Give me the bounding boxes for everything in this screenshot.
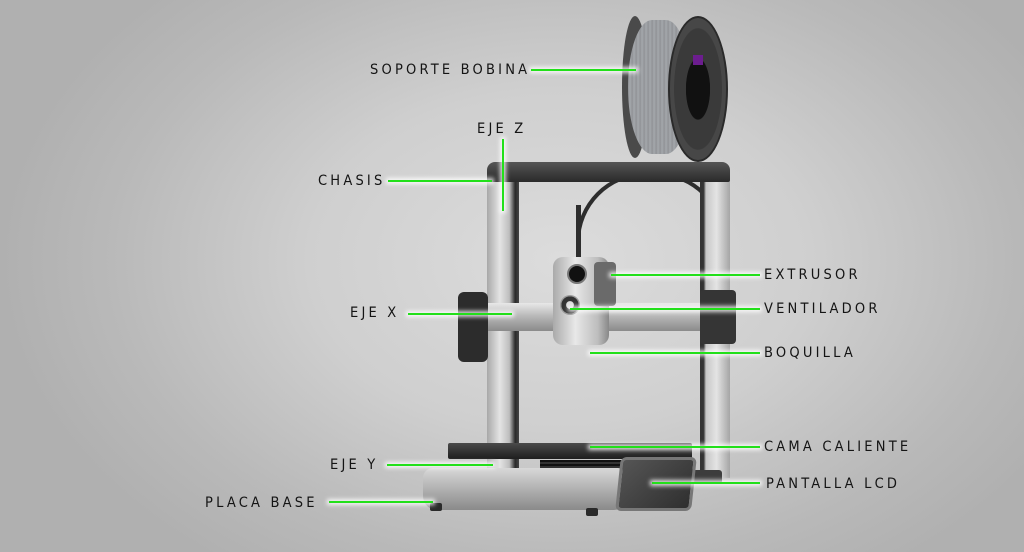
x-gantry-right-carriage	[700, 290, 736, 344]
leader-line-extruder	[611, 274, 760, 276]
leader-line-y-axis	[387, 464, 493, 466]
leader-line-chassis	[388, 180, 492, 182]
label-extruder: EXTRUSOR	[764, 267, 861, 283]
frame-top-beam	[487, 162, 730, 182]
label-z-axis: EJE Z	[477, 121, 527, 137]
leader-line-base-plate	[329, 501, 433, 503]
label-fan: VENTILADOR	[764, 301, 881, 317]
printer-base	[423, 468, 628, 510]
label-spool-holder: SOPORTE BOBINA	[370, 62, 531, 78]
spool-front-flange	[668, 16, 728, 162]
base-foot-left	[430, 503, 442, 511]
x-gantry-left-carriage	[458, 292, 488, 362]
print-head-fan	[560, 295, 580, 315]
spool-label-sticker	[693, 55, 703, 65]
extruder-motor	[594, 262, 616, 306]
base-foot-right	[586, 508, 598, 516]
print-head-port	[567, 264, 587, 284]
label-chassis: CHASIS	[318, 173, 386, 189]
leader-line-spool-holder	[531, 69, 636, 71]
right-post-foot	[690, 470, 722, 484]
label-x-axis: EJE X	[350, 305, 400, 321]
leader-line-fan	[570, 308, 760, 310]
label-base-plate: PLACA BASE	[205, 495, 318, 511]
label-heated-bed: CAMA CALIENTE	[764, 439, 912, 455]
leader-line-lcd-screen	[652, 482, 760, 484]
label-nozzle: BOQUILLA	[764, 345, 857, 361]
leader-line-z-axis	[502, 139, 504, 211]
bowden-tube-stem	[576, 205, 581, 260]
leader-line-nozzle	[590, 352, 760, 354]
label-y-axis: EJE Y	[330, 457, 379, 473]
label-lcd-screen: PANTALLA LCD	[766, 476, 901, 492]
leader-line-heated-bed	[590, 446, 760, 448]
leader-line-x-axis	[408, 313, 512, 315]
lcd-screen-device	[615, 457, 697, 511]
y-axis-rail	[540, 460, 630, 470]
